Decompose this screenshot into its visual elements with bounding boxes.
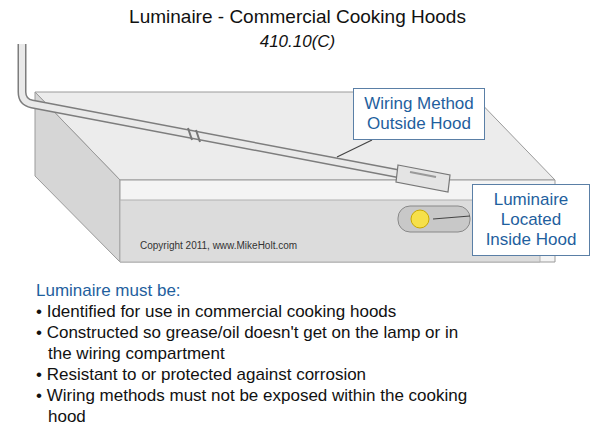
callout-text: Luminaire Located Inside Hood: [479, 190, 583, 250]
conduit-outline: [22, 44, 400, 174]
list-item: • Resistant to or protected against corr…: [36, 364, 486, 385]
list-item: • Identified for use in commercial cooki…: [36, 301, 486, 322]
callout-text: Wiring Method Outside Hood: [360, 94, 478, 134]
junction-cover: [410, 172, 436, 177]
copyright-note: Copyright 2011, www.MikeHolt.com: [140, 240, 297, 251]
list-item: • Constructed so grease/oil doesn't get …: [36, 322, 486, 364]
luminaire-housing: [398, 206, 470, 232]
section-number: 410.10(C): [0, 32, 595, 52]
title: Luminaire - Commercial Cooking Hoods: [0, 6, 595, 28]
callout-box: Luminaire Located Inside Hood: [472, 184, 590, 256]
list-heading: Luminaire must be:: [36, 280, 486, 301]
leader-line: [433, 216, 470, 219]
requirement-list: Luminaire must be:• Identified for use i…: [36, 280, 486, 427]
list-item: • Wiring methods must not be exposed wit…: [36, 385, 486, 427]
junction-box: [396, 165, 450, 192]
conduit-strap: [188, 128, 200, 142]
callout-box: Wiring Method Outside Hood: [353, 88, 485, 140]
luminaire-lamp: [411, 210, 429, 228]
leader-line: [337, 140, 372, 157]
conduit: [22, 44, 400, 174]
